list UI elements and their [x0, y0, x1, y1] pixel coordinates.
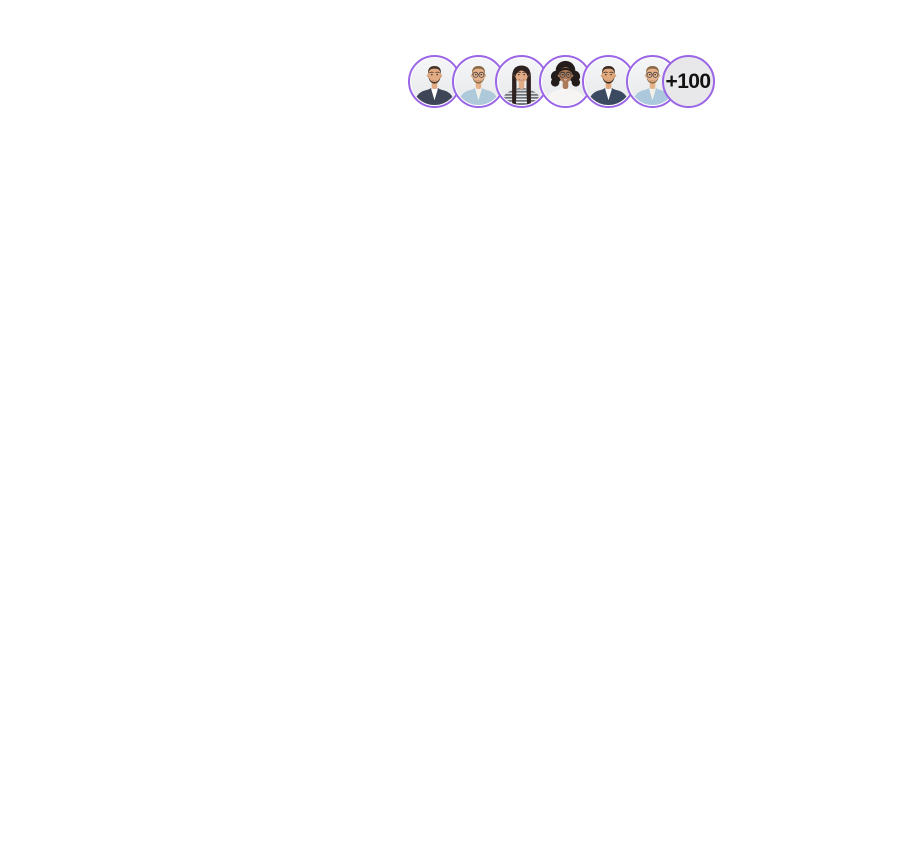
overflow-count-badge[interactable]: +100 — [661, 55, 715, 108]
avatar-4[interactable] — [538, 55, 592, 108]
avatar-group: +100 — [408, 55, 715, 108]
person-photo — [498, 58, 545, 105]
person-photo — [585, 58, 632, 105]
avatar-5[interactable] — [582, 55, 635, 108]
avatar-3[interactable] — [495, 55, 548, 108]
person-photo — [411, 58, 458, 105]
overflow-count-label: +100 — [665, 70, 712, 93]
avatar-2[interactable] — [451, 55, 505, 108]
person-photo — [541, 58, 589, 105]
person-photo — [454, 58, 502, 105]
